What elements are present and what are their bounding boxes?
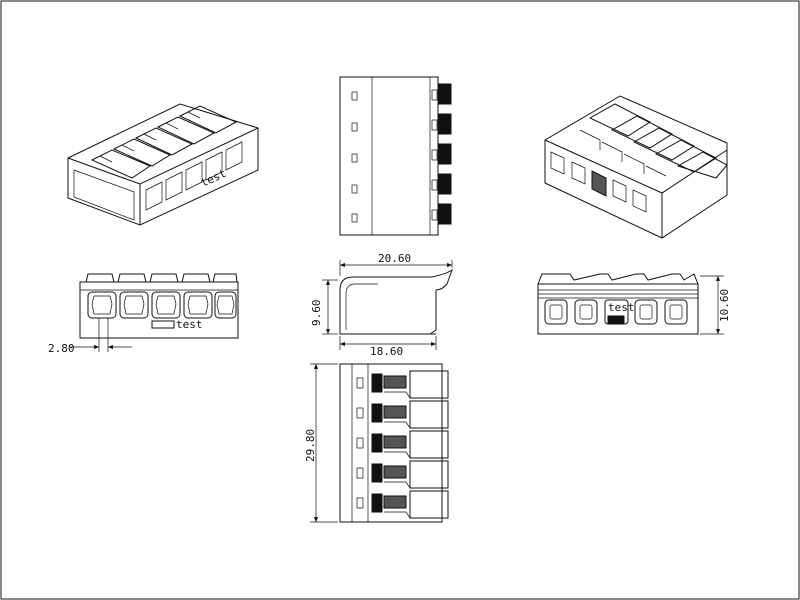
- top-width-dimension-label: 20.60: [378, 252, 411, 265]
- side-height-dimension-label: 9.60: [310, 300, 323, 327]
- length-dimension-label: 29.80: [304, 429, 317, 462]
- bottom-width-dimension-label: 18.60: [370, 345, 403, 358]
- top-view-bottom: 29.80: [304, 363, 449, 523]
- isometric-view-back-right: [544, 95, 728, 239]
- front-marking-label: test: [176, 318, 203, 331]
- side-view-top: [339, 76, 452, 236]
- front-height-dimension-label: 10.60: [718, 289, 731, 322]
- isometric-view-front-left: test: [67, 103, 259, 226]
- front-view-right: test 10.60: [537, 273, 731, 335]
- side-profile-view: 20.60 18.60 9.60: [310, 252, 453, 358]
- front-view-left: test 2.80: [48, 273, 239, 355]
- rear-marking-label: test: [608, 301, 635, 314]
- pitch-dimension-label: 2.80: [48, 342, 75, 355]
